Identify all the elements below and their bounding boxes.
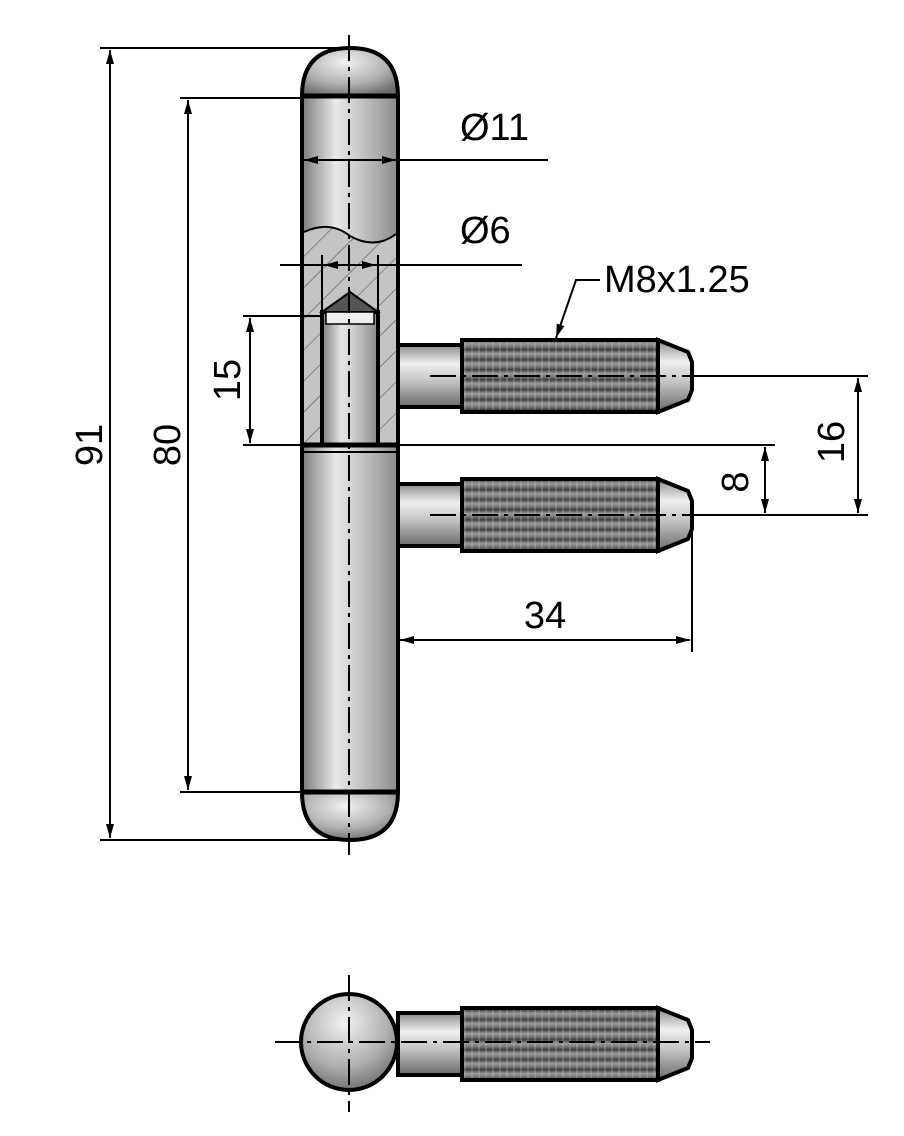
dimension-overall-length: 91 xyxy=(69,47,345,841)
thread-callout: M8x1.25 xyxy=(555,259,750,339)
upper-bolt xyxy=(396,337,710,415)
dimension-bolt-length: 34 xyxy=(400,520,693,652)
top-view xyxy=(275,975,710,1112)
dimension-label: 80 xyxy=(147,424,189,466)
dimension-bolt-spacing: 8 xyxy=(715,447,769,513)
thread-label: M8x1.25 xyxy=(604,259,750,301)
dimension-bolt-spacing-total: 16 xyxy=(705,375,868,516)
dimension-label: 34 xyxy=(524,595,566,637)
dimension-label: 15 xyxy=(207,359,249,401)
dimension-label: 91 xyxy=(69,424,111,466)
lower-bolt xyxy=(396,476,710,554)
dimension-label: 16 xyxy=(811,421,853,463)
dimension-label: Ø11 xyxy=(460,107,529,149)
dimension-pin-diameter: Ø6 xyxy=(280,210,522,316)
dimension-label: Ø6 xyxy=(460,210,511,252)
dimension-barrel-diameter: Ø11 xyxy=(304,107,548,164)
top-cap xyxy=(299,45,401,98)
dimension-label: 8 xyxy=(715,471,757,492)
dimension-pin-depth: 15 xyxy=(207,315,775,446)
dimension-barrel-length: 80 xyxy=(147,97,302,793)
